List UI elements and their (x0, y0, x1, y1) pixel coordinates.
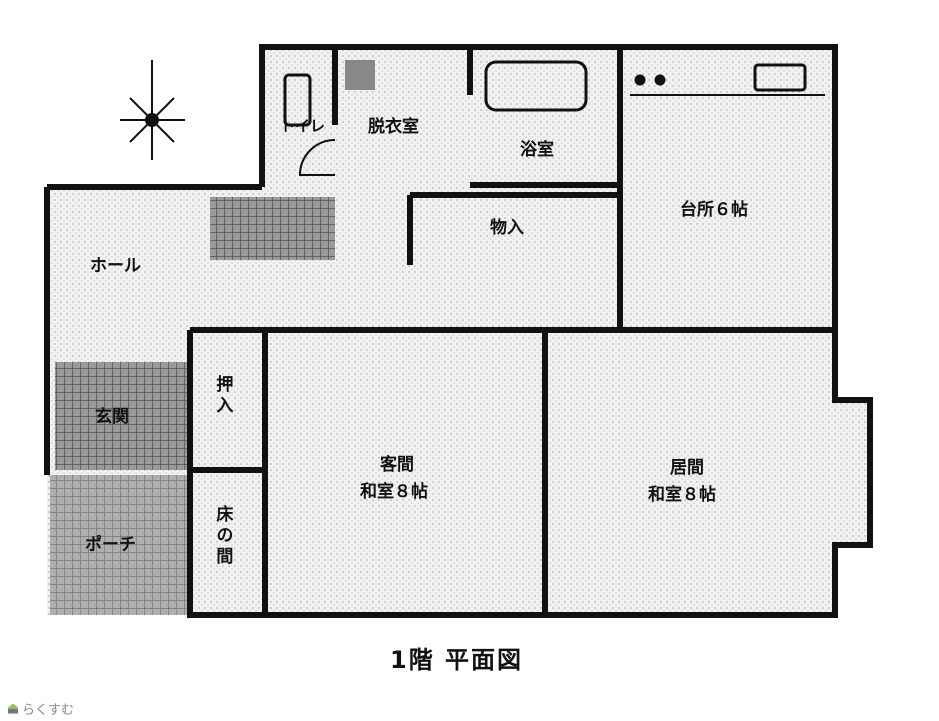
room-label-storage: 物入 (490, 218, 524, 238)
room-label-living-room: 居間 (670, 458, 704, 478)
room-label-hall: ホール (90, 256, 141, 276)
room-label-closet: 押入 (212, 375, 233, 417)
bathtub (484, 60, 588, 112)
stairs (210, 197, 335, 260)
room-label-dressing: 脱衣室 (368, 117, 419, 137)
brand-logo: らくすむ (8, 699, 74, 718)
house-icon (8, 703, 18, 714)
room-label-kitchen: 台所６帖 (680, 200, 748, 220)
room-size-guest-room: 和室８帖 (360, 482, 428, 502)
room-label-tokonoma: 床の間 (212, 505, 233, 568)
plan-title: 1階 平面図 (390, 646, 524, 674)
walls (44, 44, 873, 618)
toilet-fixture (283, 73, 312, 127)
fixtures (283, 60, 825, 176)
porch-tile (50, 475, 190, 615)
compass (120, 60, 185, 160)
room-size-living-room: 和室８帖 (648, 485, 716, 505)
room-label-entrance: 玄関 (95, 407, 129, 427)
washer (345, 60, 375, 90)
logo-text: らくすむ (22, 703, 75, 718)
room-label-guest-room: 客間 (380, 455, 414, 475)
toilet-door-swing (298, 139, 336, 176)
entrance-tile (55, 362, 190, 470)
sink (753, 63, 807, 92)
room-label-porch: ポーチ (85, 535, 136, 555)
room-floors (47, 47, 870, 615)
room-label-toilet: トイレ (280, 117, 326, 135)
room-label-bath: 浴室 (520, 140, 554, 160)
